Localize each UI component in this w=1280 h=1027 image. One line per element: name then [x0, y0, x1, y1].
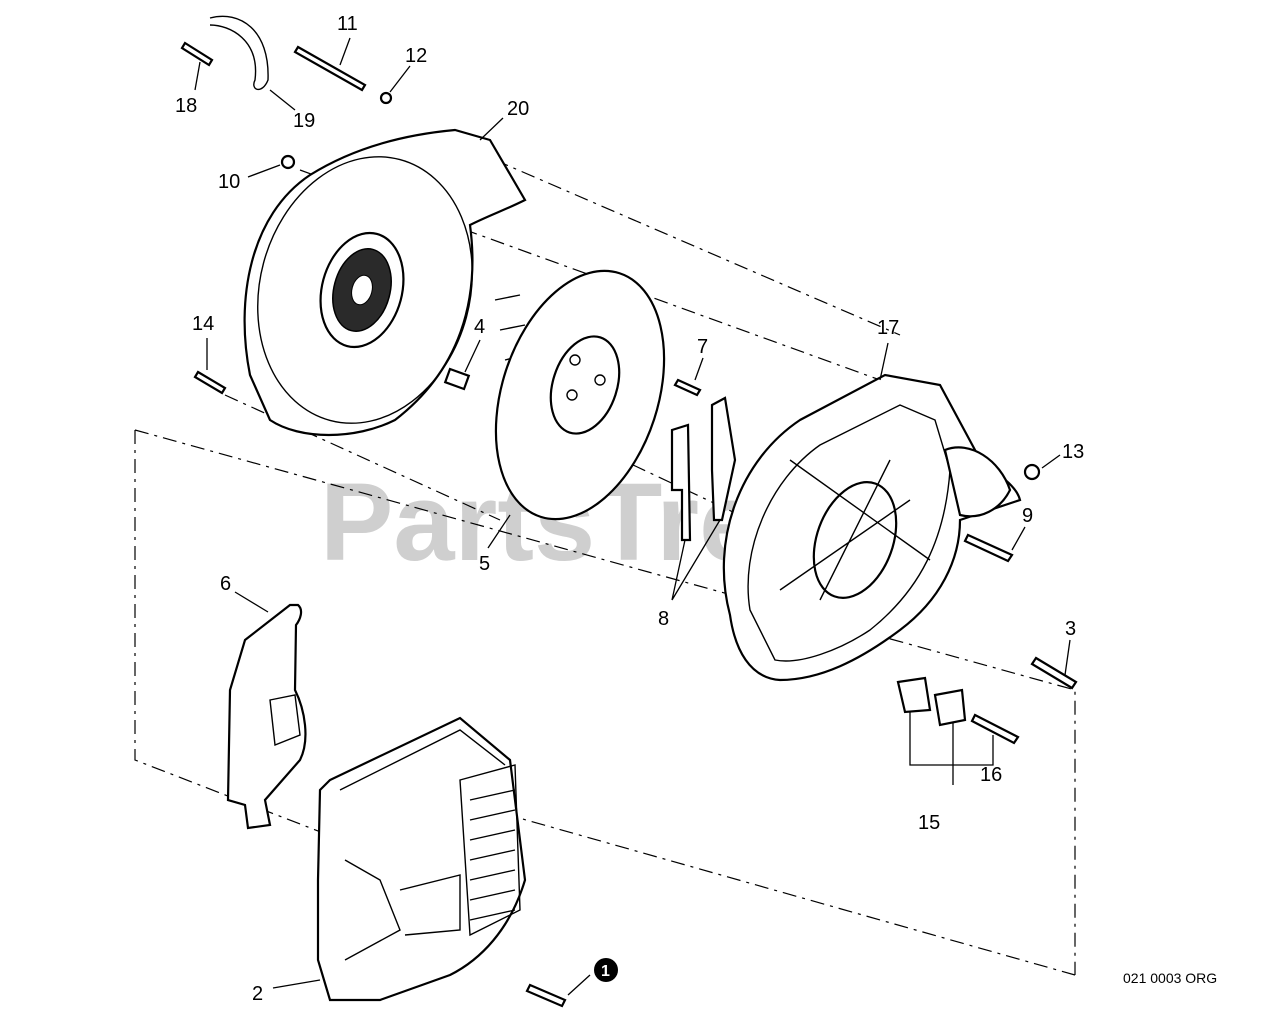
callout-10: 10 — [218, 171, 240, 193]
cylinder-cover-part-2 — [316, 716, 527, 1002]
callout-9: 9 — [1022, 505, 1033, 527]
callout-5: 5 — [479, 553, 490, 575]
leader-lines — [194, 37, 1071, 996]
callout-labels: 11 12 18 19 20 10 14 4 7 17 13 9 5 6 8 3… — [175, 13, 1084, 1005]
heat-shield-plate-part-6 — [226, 603, 307, 830]
callout-7: 7 — [697, 336, 708, 358]
callout-14: 14 — [192, 313, 214, 335]
callout-1-badge — [594, 958, 618, 982]
callout-18: 18 — [175, 95, 197, 117]
fan-impeller-part-5 — [494, 269, 666, 521]
callout-1: 1 — [601, 963, 610, 980]
callout-12: 12 — [405, 45, 427, 67]
callout-11: 11 — [337, 13, 358, 35]
callout-20: 20 — [507, 98, 529, 120]
drawing-code: 021 0003 ORG — [1123, 970, 1217, 986]
callout-2: 2 — [252, 983, 263, 1005]
callout-13: 13 — [1062, 441, 1084, 463]
callout-17: 17 — [877, 317, 899, 339]
fan-cover-part-20 — [243, 128, 527, 437]
callout-8: 8 — [658, 608, 669, 630]
callout-6: 6 — [220, 573, 231, 595]
blower-housing-part-17 — [722, 373, 1022, 682]
callout-3: 3 — [1065, 618, 1076, 640]
callout-19: 19 — [293, 110, 315, 132]
callout-16: 16 — [980, 764, 1002, 786]
hardware — [180, 15, 1078, 1008]
callout-4: 4 — [474, 316, 485, 338]
callout-15: 15 — [918, 812, 940, 834]
